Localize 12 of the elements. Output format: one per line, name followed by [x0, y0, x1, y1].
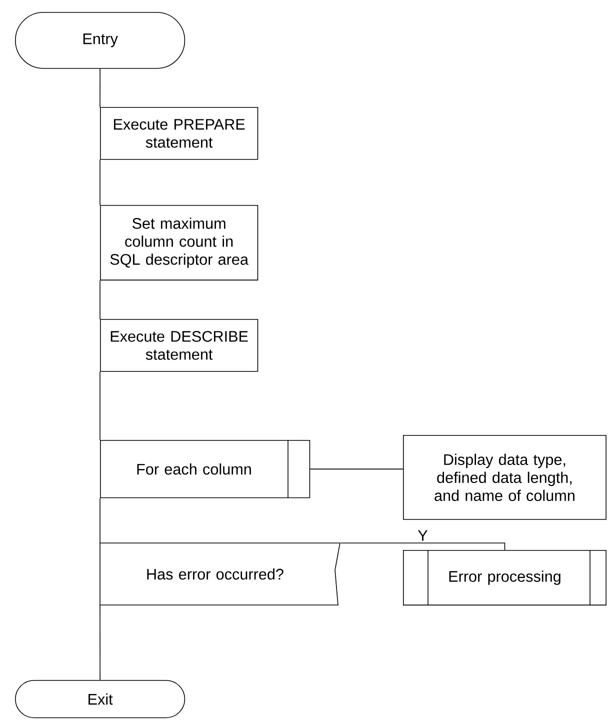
- connector-line: [310, 468, 404, 470]
- subroutine-box: Error processing: [403, 550, 606, 606]
- terminal-box: Exit: [15, 680, 186, 718]
- edge-label: Y: [418, 530, 428, 541]
- process-box: Set maximum column count in SQL descriptor area: [100, 205, 258, 280]
- terminal-box: Entry: [15, 12, 186, 69]
- process-box: Display data type, defined data length, and name of column: [403, 435, 606, 520]
- process-box: Execute PREPARE statement: [100, 107, 258, 160]
- loop-box: For each column: [100, 440, 310, 498]
- connector-line: [340, 542, 506, 550]
- process-box: Execute DESCRIBE statement: [100, 319, 258, 372]
- decision-box: Has error occurred?: [100, 542, 340, 606]
